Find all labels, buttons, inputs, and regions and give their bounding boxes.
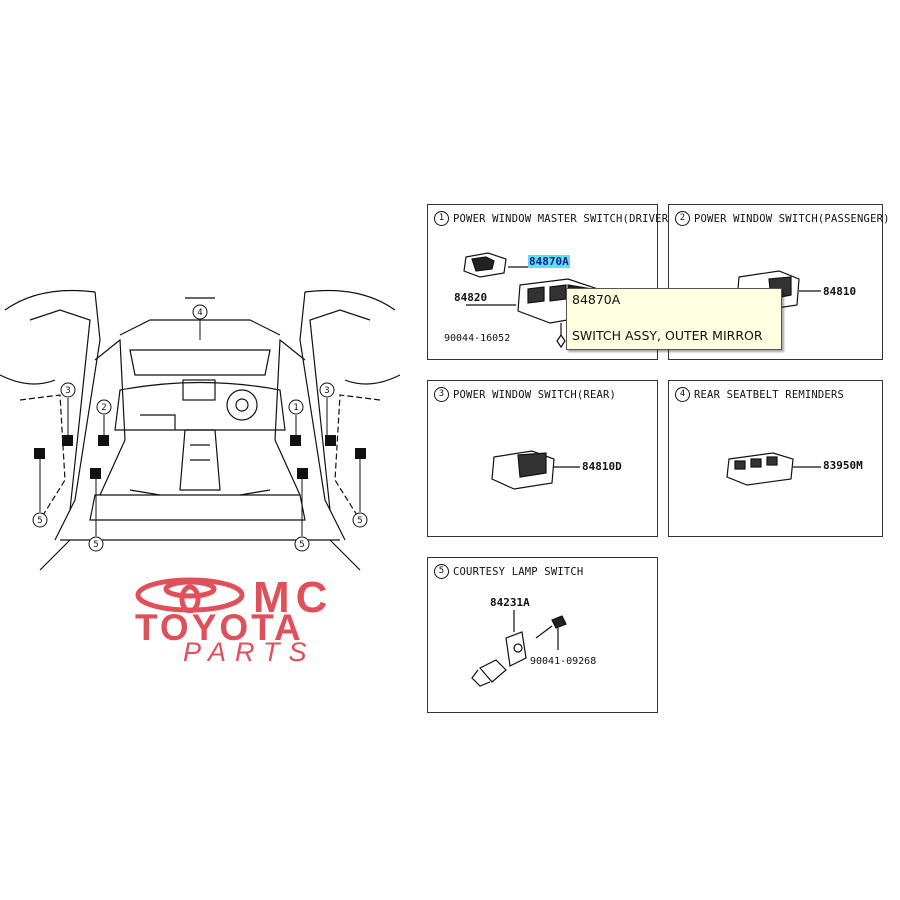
mc-toyota-parts-logo: MC TOYOTA PARTS [135, 573, 410, 670]
panel-title-text: POWER WINDOW SWITCH(PASSENGER) [694, 212, 890, 225]
logo-mc: MC [253, 573, 334, 622]
part-number-84870a[interactable]: 84870A [528, 255, 570, 268]
panel-rear-switch: 3 POWER WINDOW SWITCH(REAR) 84810D [427, 380, 658, 537]
panel-title: 3 POWER WINDOW SWITCH(REAR) [434, 387, 616, 402]
overview-callout: 3 [65, 386, 70, 396]
overview-callout: 5 [37, 516, 42, 526]
overview-callout: 5 [357, 516, 362, 526]
courtesy-switch-drawing [471, 610, 567, 687]
logo-parts: PARTS [183, 637, 316, 667]
part-number-84810[interactable]: 84810 [823, 285, 857, 298]
seatbelt-reminder-drawing [726, 452, 821, 486]
overview-callout: 5 [93, 540, 98, 550]
panel-title-text: POWER WINDOW SWITCH(REAR) [453, 388, 617, 401]
panel-title-text: COURTESY LAMP SWITCH [453, 565, 584, 578]
vehicle-interior-overview: 4 3 2 1 3 5 5 5 5 [0, 289, 400, 571]
panel-number: 5 [434, 564, 449, 579]
panel-title-text: REAR SEATBELT REMINDERS [694, 388, 844, 401]
tooltip-part-description: SWITCH ASSY, OUTER MIRROR [572, 328, 763, 343]
toyota-emblem-icon [135, 577, 245, 613]
logo-toyota: TOYOTA [135, 607, 304, 648]
panel-title: 2 POWER WINDOW SWITCH(PASSENGER) [675, 211, 890, 226]
panel-number: 2 [675, 211, 690, 226]
tooltip-part-code: 84870A [572, 292, 621, 307]
overview-callout: 4 [197, 308, 202, 318]
part-number-83950m[interactable]: 83950M [823, 459, 863, 472]
overview-callout: 1 [293, 403, 298, 413]
part-tooltip: 84870A SWITCH ASSY, OUTER MIRROR [566, 288, 782, 350]
overview-callout: 3 [324, 386, 329, 396]
panel-title: 5 COURTESY LAMP SWITCH [434, 564, 583, 579]
part-number-84820[interactable]: 84820 [454, 291, 488, 304]
panel-number: 3 [434, 387, 449, 402]
panel-title-text: POWER WINDOW MASTER SWITCH(DRIVER) [453, 212, 675, 225]
panel-number: 4 [675, 387, 690, 402]
panel-title: 1 POWER WINDOW MASTER SWITCH(DRIVER) [434, 211, 675, 226]
panel-title: 4 REAR SEATBELT REMINDERS [675, 387, 844, 402]
panel-number: 1 [434, 211, 449, 226]
overview-callout: 2 [101, 403, 106, 413]
part-number-90041-09268[interactable]: 90041-09268 [530, 656, 597, 667]
panel-rear-seatbelt-reminders: 4 REAR SEATBELT REMINDERS 83950M [668, 380, 883, 537]
panel-driver-master-switch: 1 POWER WINDOW MASTER SWITCH(DRIVER) 848… [427, 204, 675, 360]
overview-callout: 5 [299, 540, 304, 550]
rear-switch-drawing [491, 450, 580, 490]
part-number-90044-16052[interactable]: 90044-16052 [444, 333, 511, 344]
part-number-84231a[interactable]: 84231A [490, 596, 530, 609]
part-number-84810d[interactable]: 84810D [582, 460, 622, 473]
panel-courtesy-lamp-switch: 5 COURTESY LAMP SWITCH 84231A 90041-0926… [427, 557, 658, 713]
